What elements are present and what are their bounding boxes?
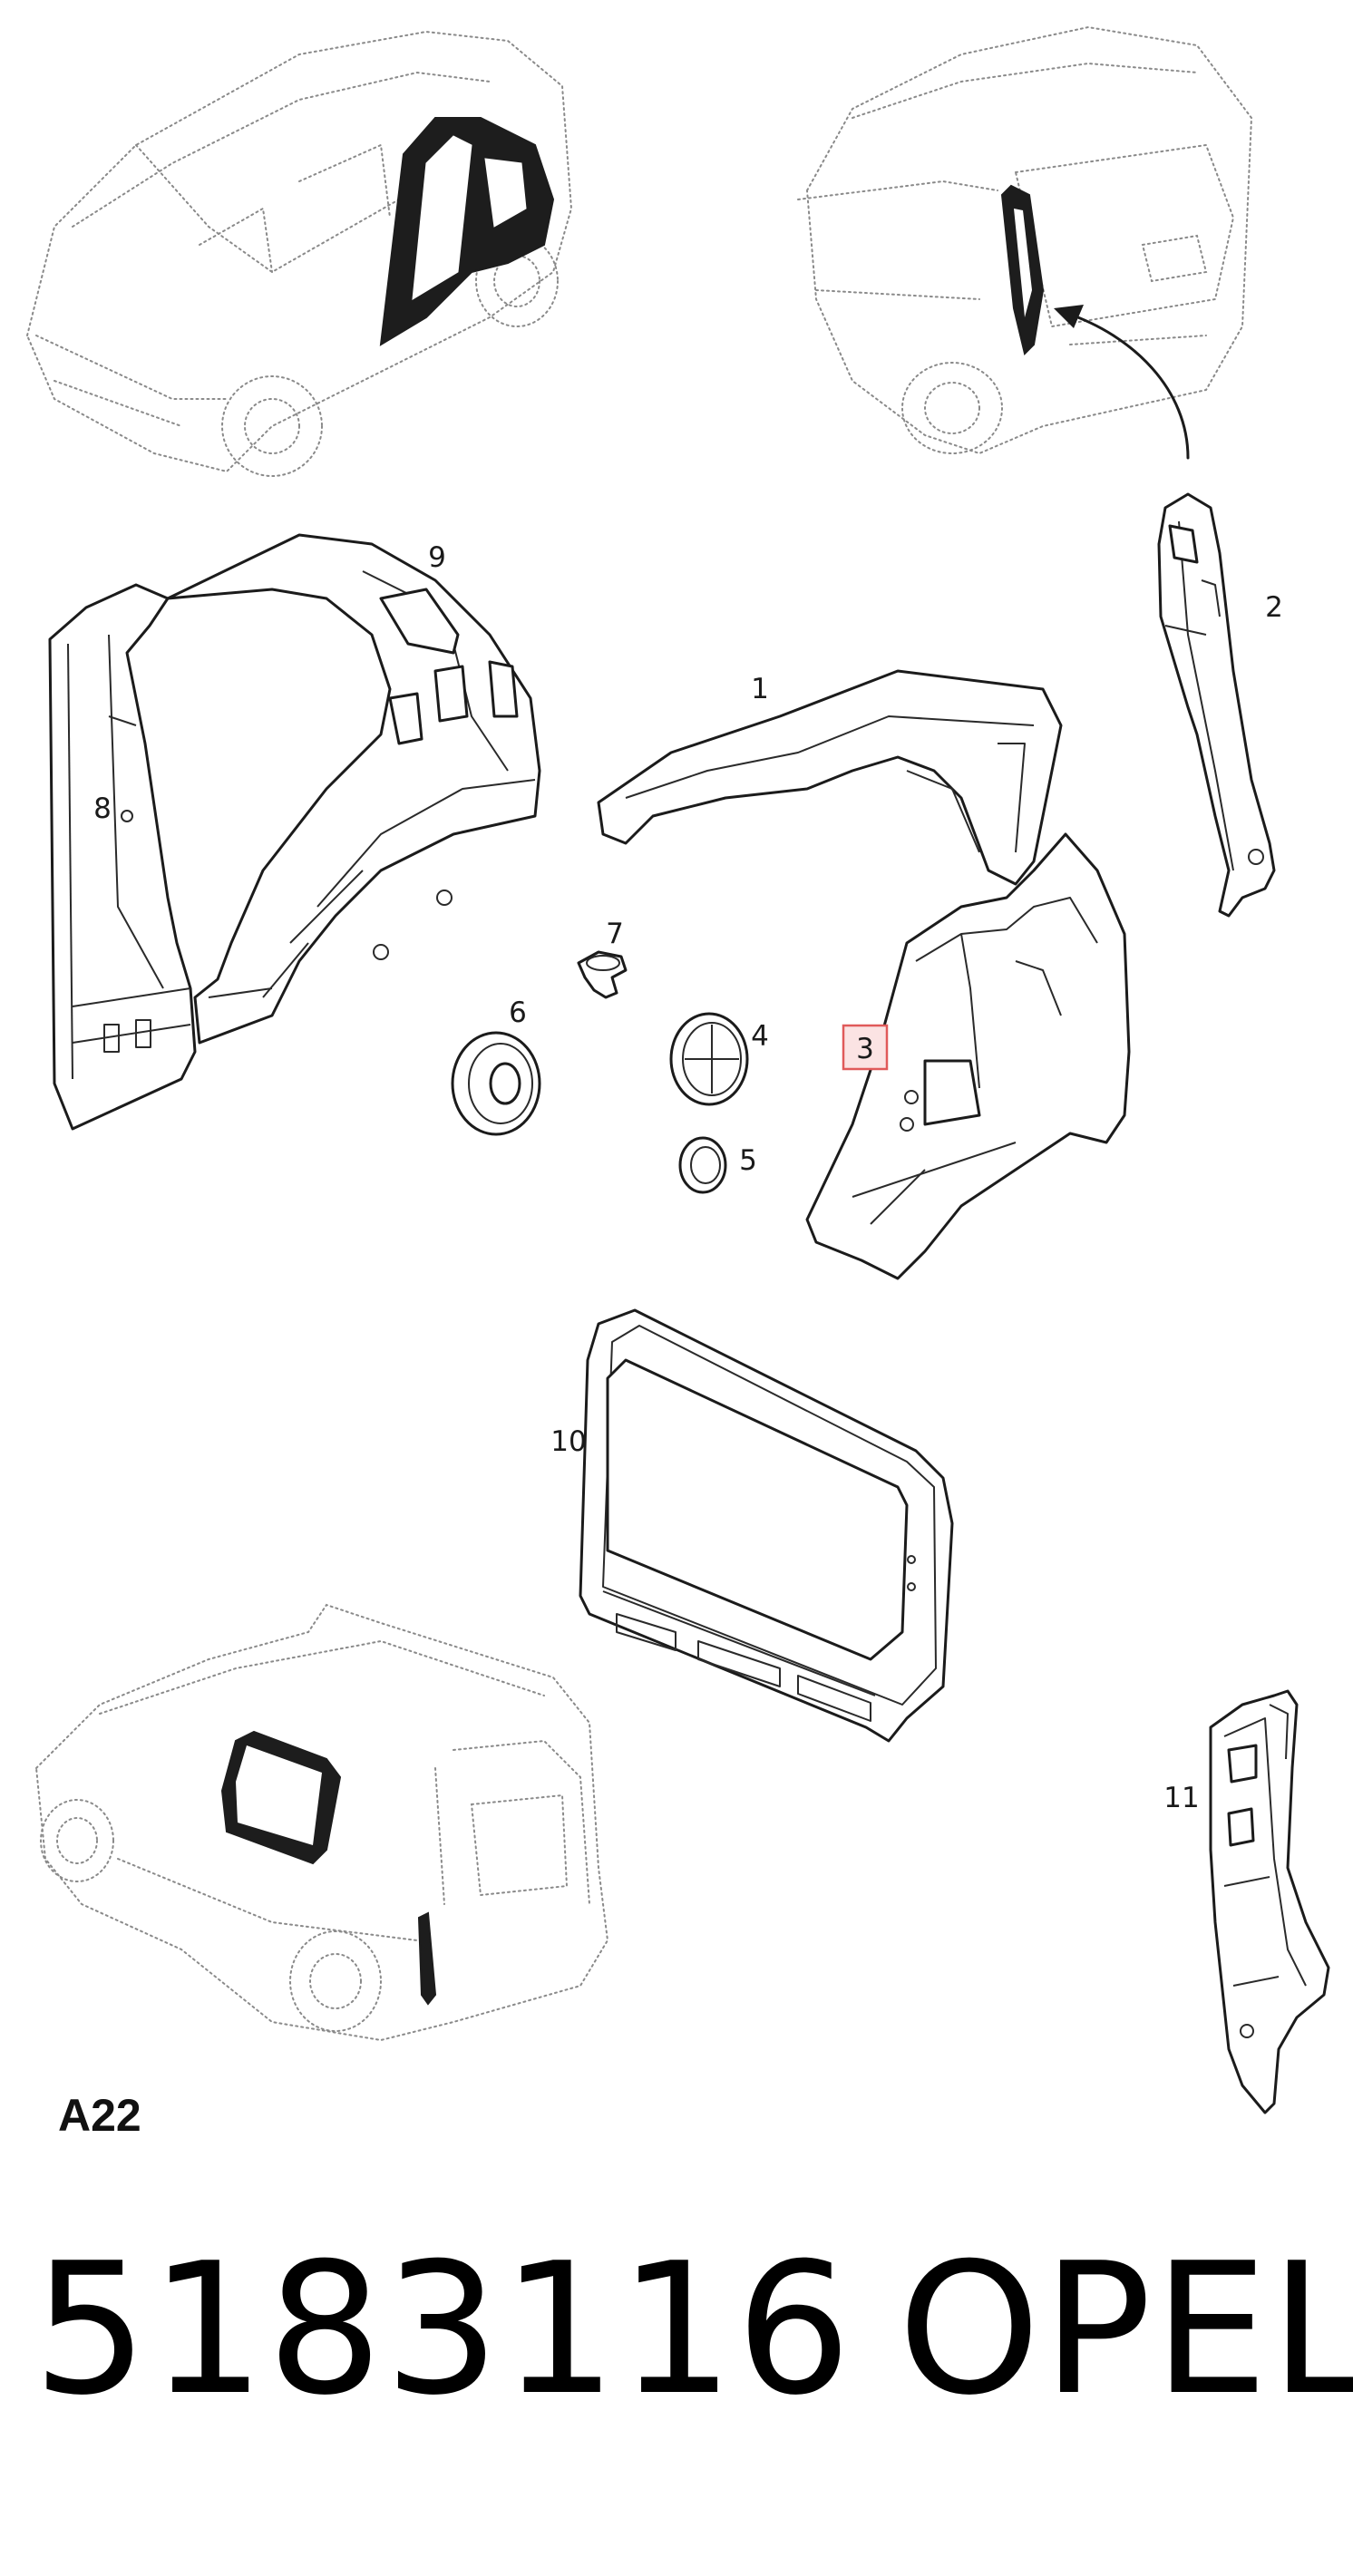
part-11-d-pillar: [1209, 1689, 1330, 2114]
part-1-roof-side-rail: [597, 669, 1063, 886]
callout-10[interactable]: 10: [550, 1425, 586, 1458]
part-4-round-cover: [669, 1012, 749, 1106]
callout-labels: 1 2 3 4 5 6 7 8 9 10 11: [93, 541, 1283, 1814]
section-code: A22: [58, 2090, 141, 2141]
callout-6[interactable]: 6: [509, 996, 527, 1029]
callout-8[interactable]: 8: [93, 792, 112, 825]
callout-1[interactable]: 1: [751, 673, 769, 705]
reference-car-van-view: [34, 1603, 609, 2042]
part-10-window-frame: [579, 1308, 954, 1743]
part-9-quarter-inner-panel: [166, 533, 541, 1045]
part-6-grommet: [451, 1031, 541, 1136]
callout-5[interactable]: 5: [739, 1144, 757, 1177]
callout-11[interactable]: 11: [1163, 1782, 1199, 1814]
callout-3[interactable]: 3: [856, 1033, 874, 1065]
part-number: 5183116: [33, 2224, 853, 2435]
callout-9[interactable]: 9: [428, 541, 446, 574]
reference-car-rear-view: [797, 25, 1253, 455]
callout-4[interactable]: 4: [751, 1020, 769, 1053]
callout-2[interactable]: 2: [1265, 591, 1283, 624]
part-7-clip: [577, 950, 628, 999]
reference-car-front-view: [25, 30, 573, 477]
callout-3-highlight-box: [842, 1024, 889, 1071]
callout-7[interactable]: 7: [606, 918, 624, 950]
part-3-quarter-outer-panel: [805, 832, 1131, 1280]
part-5-plug: [678, 1136, 727, 1194]
brand-name: OPEL: [898, 2224, 1353, 2435]
part-8-side-frame: [48, 583, 197, 1131]
curved-arrow-icon: [1054, 305, 1190, 460]
part-2-rear-pillar: [1157, 492, 1276, 918]
